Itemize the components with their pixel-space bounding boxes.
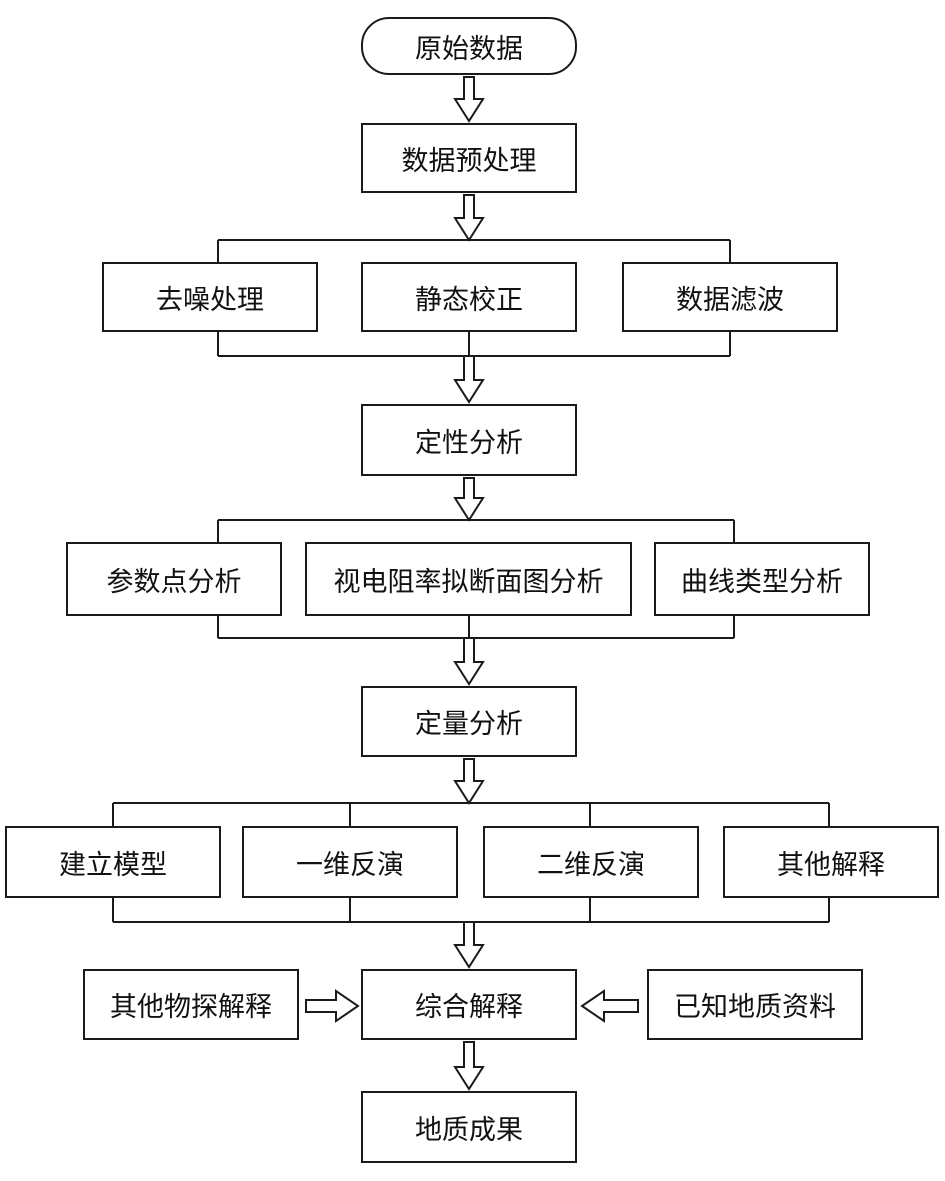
node-qualitative-analysis: 定性分析 <box>361 404 577 476</box>
arrow-preprocess-to-split <box>453 194 485 242</box>
node-data-filter: 数据滤波 <box>622 262 838 332</box>
arrow-known-geology-to-integrated <box>580 989 639 1023</box>
arrow-qualitative-to-split <box>453 477 485 522</box>
node-denoise: 去噪处理 <box>102 262 318 332</box>
node-other-geophysics: 其他物探解释 <box>83 969 299 1040</box>
node-resistivity-section: 视电阻率拟断面图分析 <box>305 542 632 616</box>
arrow-integrated-to-result <box>453 1041 485 1091</box>
node-quantitative-analysis: 定量分析 <box>361 686 577 757</box>
arrow-quantitative-to-split <box>453 758 485 805</box>
node-curve-type: 曲线类型分析 <box>654 542 870 616</box>
node-raw-data: 原始数据 <box>361 17 577 75</box>
node-integrated-interpretation: 综合解释 <box>361 969 577 1040</box>
node-other-interpretation: 其他解释 <box>723 826 939 898</box>
node-geological-result: 地质成果 <box>361 1091 577 1163</box>
node-preprocess: 数据预处理 <box>361 123 577 193</box>
node-1d-inversion: 一维反演 <box>242 826 458 898</box>
arrow-merge-to-qualitative <box>453 355 485 404</box>
node-build-model: 建立模型 <box>5 826 221 898</box>
node-static-correction: 静态校正 <box>361 262 577 332</box>
arrow-merge-to-integrated <box>453 921 485 969</box>
arrow-start-to-preprocess <box>453 76 485 123</box>
arrow-merge-to-quantitative <box>453 637 485 686</box>
node-2d-inversion: 二维反演 <box>483 826 699 898</box>
node-parameter-point: 参数点分析 <box>66 542 282 616</box>
node-known-geology: 已知地质资料 <box>647 969 863 1040</box>
arrow-other-geophysics-to-integrated <box>305 989 360 1023</box>
